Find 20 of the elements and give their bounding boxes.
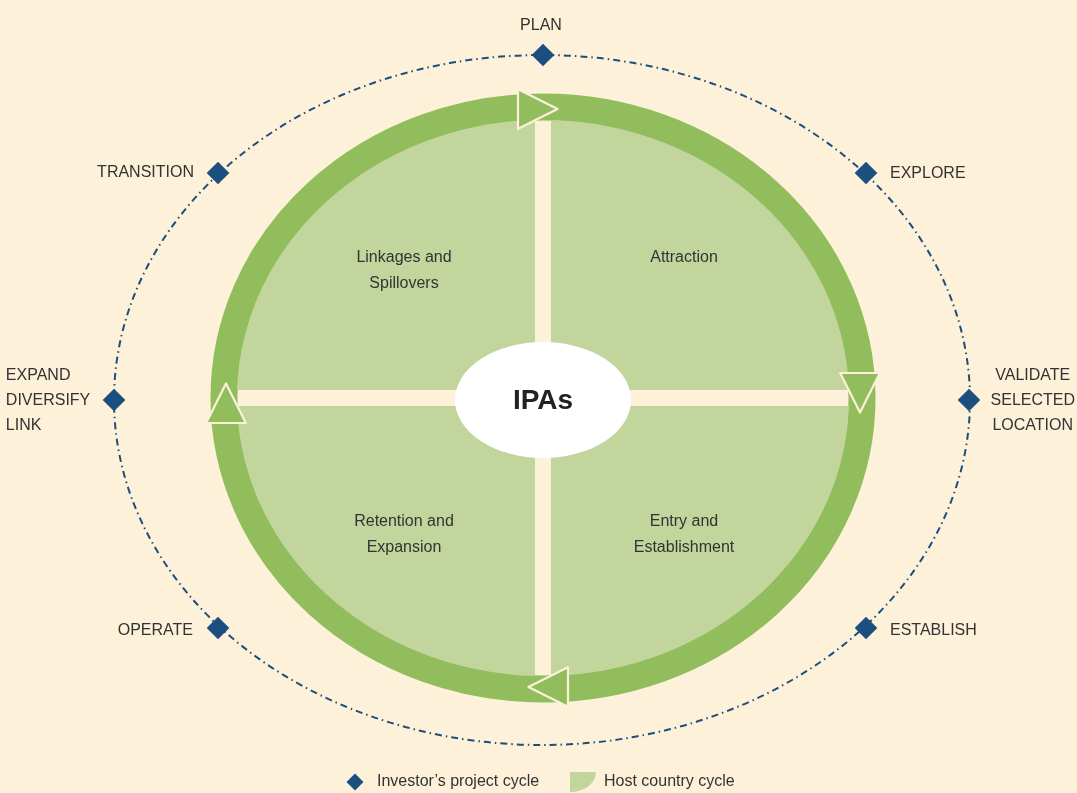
arrow xyxy=(527,666,570,708)
stage-label: ESTABLISH xyxy=(890,620,977,640)
arrow xyxy=(516,88,559,130)
quadrant-label: Linkages and Spillovers xyxy=(355,247,453,293)
stage-label: EXPAND DIVERSIFY LINK xyxy=(5,365,90,435)
legend-label: Investor’s project cycle xyxy=(377,772,540,790)
stage-label: OPERATE xyxy=(117,620,193,640)
quadrant-segment xyxy=(237,120,535,390)
stage-label: TRANSITION xyxy=(97,162,194,182)
arrow xyxy=(839,371,881,414)
quadrant-segment xyxy=(551,120,849,390)
quadrant-label: Attraction xyxy=(649,247,719,267)
stage-label: PLAN xyxy=(520,15,562,35)
quadrant-label: Entry and Establishment xyxy=(632,511,736,557)
center-label: IPAs xyxy=(512,384,574,416)
quadrant-label: Retention and Expansion xyxy=(353,511,455,557)
stage-label: EXPLORE xyxy=(890,163,966,183)
arrow xyxy=(205,382,247,425)
stage-label: VALIDATE SELECTED LOCATION xyxy=(990,365,1075,435)
legend-label: Host country cycle xyxy=(604,772,735,790)
